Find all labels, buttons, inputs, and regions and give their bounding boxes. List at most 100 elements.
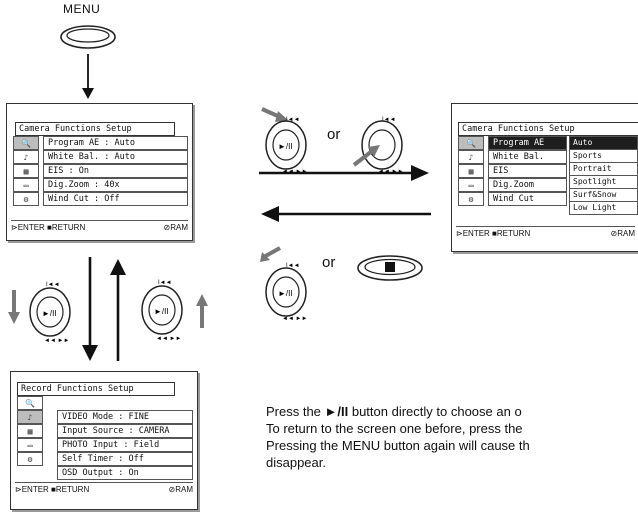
play-icon: ⊳: [11, 223, 18, 232]
down-arrow-icon: [82, 54, 94, 99]
display-icon: ▭: [17, 438, 43, 452]
vertical-arrows: [82, 257, 126, 361]
return-hint: RETURN: [55, 485, 90, 494]
screen-footer: ⊳ENTER ■RETURN ⊘RAM: [15, 482, 193, 496]
menu-row[interactable]: ♪ VIDEO Mode : FINE: [11, 410, 197, 424]
option-portrait[interactable]: Portrait: [569, 162, 638, 176]
menu-row[interactable]: ⚙ Wind Cut: [452, 192, 638, 206]
menu-row-label: Dig.Zoom : 40x: [43, 178, 188, 192]
or-label: or: [327, 126, 341, 143]
menu-row[interactable]: ▭ Dig.Zoom: [452, 178, 638, 192]
control-dial-press-icon[interactable]: I◄◄ ◄◄ ►►: [350, 103, 410, 175]
menu-row-label: PHOTO Input : Field: [57, 438, 193, 452]
menu-row[interactable]: 🔍 Program AE: [452, 136, 638, 150]
camera-functions-submenu-screen: Camera Functions Setup 🔍 Program AE ♪ Wh…: [451, 103, 638, 252]
svg-text:◄◄ ►►: ◄◄ ►►: [282, 169, 307, 175]
display-icon: ▭: [458, 178, 484, 192]
screen-title: Record Functions Setup: [17, 382, 175, 396]
menu-row-label: Self Timer : Off: [57, 452, 193, 466]
menu-row[interactable]: ⚙ Wind Cut : Off: [7, 192, 192, 206]
settings-icon: ⚙: [17, 452, 43, 466]
menu-row[interactable]: ⚙ Self Timer : Off: [11, 452, 197, 466]
menu-row[interactable]: OSD Output : On: [11, 466, 197, 480]
menu-row-label: White Bal. : Auto: [43, 150, 188, 164]
menu-row[interactable]: ♪ White Bal. : Auto: [7, 150, 192, 164]
record-functions-screen: Record Functions Setup 🔍 ♪ VIDEO Mode : …: [10, 371, 198, 510]
stop-button-icon[interactable]: [355, 253, 425, 283]
menu-row-label: White Bal.: [488, 150, 567, 164]
ram-indicator: ⊘RAM: [163, 223, 188, 232]
svg-text:►/II: ►/II: [278, 289, 293, 298]
return-hint: RETURN: [496, 229, 531, 238]
menu-row-label: Wind Cut : Off: [43, 192, 188, 206]
eis-icon: ▦: [458, 164, 484, 178]
white-balance-icon: ♪: [458, 150, 484, 164]
menu-row[interactable]: 🔍 Program AE : Auto: [7, 136, 192, 150]
return-hint: RETURN: [51, 223, 86, 232]
play-icon: ⊳: [15, 485, 22, 494]
menu-row-label: Program AE: [488, 136, 567, 150]
svg-text:►/II: ►/II: [278, 142, 293, 151]
screen-title: Camera Functions Setup: [458, 122, 638, 136]
settings-icon: ⚙: [13, 192, 39, 206]
option-low-light[interactable]: Low Light: [569, 201, 638, 215]
description-line-3: Pressing the MENU button again will caus…: [266, 438, 530, 453]
menu-row-label: Program AE : Auto: [43, 136, 188, 150]
menu-row[interactable]: ♪ White Bal.: [452, 150, 638, 164]
svg-text:◄◄ ►►: ◄◄ ►►: [282, 316, 307, 322]
ram-indicator: ⊘RAM: [610, 229, 635, 238]
settings-icon: ⚙: [458, 192, 484, 206]
program-ae-icon: 🔍: [458, 136, 484, 150]
svg-text:►/II: ►/II: [154, 307, 169, 316]
option-spotlight[interactable]: Spotlight: [569, 175, 638, 189]
svg-text:◄◄ ►►: ◄◄ ►►: [44, 338, 69, 344]
description-line-2: To return to the screen one before, pres…: [266, 421, 523, 436]
control-dial-up-icon[interactable]: ►/II I◄◄ ◄◄ ►►: [136, 268, 212, 348]
play-pause-icon: ►/II: [324, 404, 349, 419]
play-icon: ⊳: [456, 229, 463, 238]
option-auto[interactable]: Auto: [569, 136, 638, 150]
menu-row[interactable]: ▭ PHOTO Input : Field: [11, 438, 197, 452]
menu-row[interactable]: ▦ Input Source : CAMERA: [11, 424, 197, 438]
enter-hint: ⊳ENTER ■RETURN: [15, 485, 90, 494]
menu-button[interactable]: [58, 22, 118, 52]
control-dial-back-icon[interactable]: ►/II I◄◄ ◄◄ ►►: [258, 240, 318, 324]
menu-row[interactable]: ▦ EIS : On: [7, 164, 192, 178]
record-icon: ♪: [17, 410, 43, 424]
transition-arrows: [259, 165, 431, 222]
option-surf-snow[interactable]: Surf&Snow: [569, 188, 638, 202]
svg-text:I◄◄: I◄◄: [286, 117, 300, 123]
menu-row-label: EIS : On: [43, 164, 188, 178]
option-sports[interactable]: Sports: [569, 149, 638, 163]
svg-text:I◄◄: I◄◄: [158, 280, 172, 286]
menu-row-label: Input Source : CAMERA: [57, 424, 193, 438]
control-dial-icon[interactable]: ►/II I◄◄ ◄◄ ►►: [258, 103, 318, 175]
svg-text:◄◄ ►►: ◄◄ ►►: [156, 336, 181, 342]
description-line-4: disappear.: [266, 455, 326, 470]
menu-row[interactable]: ▦ EIS: [452, 164, 638, 178]
program-ae-icon: 🔍: [17, 396, 43, 410]
description-line-1: Press the ►/II button directly to choose…: [266, 404, 522, 419]
menu-row-label: EIS: [488, 164, 567, 178]
menu-button-label: MENU: [63, 2, 101, 16]
eis-icon: ▦: [13, 164, 39, 178]
or-label: or: [322, 254, 336, 271]
display-icon: ▭: [13, 178, 39, 192]
screen-title: Camera Functions Setup: [15, 122, 175, 136]
enter-hint: ⊳ENTER ■RETURN: [456, 229, 531, 238]
menu-row[interactable]: 🔍: [11, 396, 197, 410]
menu-row[interactable]: ▭ Dig.Zoom : 40x: [7, 178, 192, 192]
menu-row-label: VIDEO Mode : FINE: [57, 410, 193, 424]
menu-row-label: Wind Cut: [488, 192, 567, 206]
eis-icon: ▦: [17, 424, 43, 438]
menu-row-label: Dig.Zoom: [488, 178, 567, 192]
screen-footer: ⊳ENTER ■RETURN ⊘RAM: [11, 220, 188, 234]
menu-row-label: OSD Output : On: [57, 466, 193, 480]
white-balance-icon: ♪: [13, 150, 39, 164]
svg-text:I◄◄: I◄◄: [46, 282, 60, 288]
svg-text:►/II: ►/II: [42, 309, 57, 318]
enter-hint: ⊳ENTER ■RETURN: [11, 223, 86, 232]
svg-text:I◄◄: I◄◄: [382, 117, 396, 123]
svg-text:◄◄ ►►: ◄◄ ►►: [378, 169, 403, 175]
control-dial-down-icon[interactable]: ►/II I◄◄ ◄◄ ►►: [6, 270, 76, 350]
